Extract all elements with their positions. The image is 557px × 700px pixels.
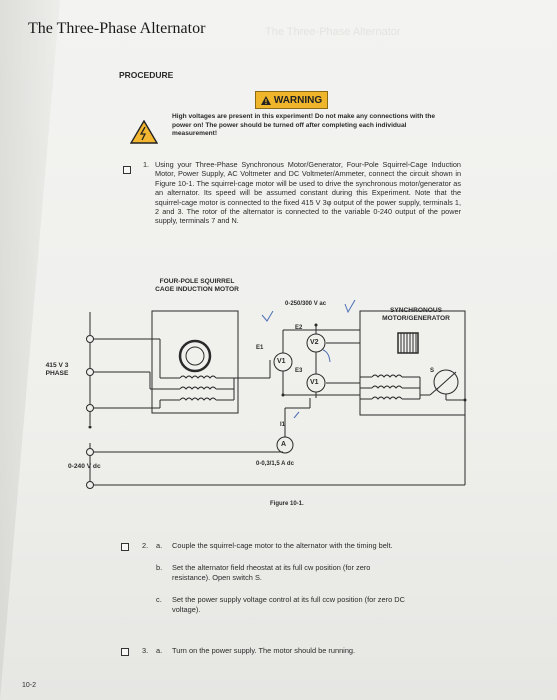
induction-motor-label: FOUR-POLE SQUIRREL CAGE INDUCTION MOTOR [155,278,239,293]
e2-label: E2 [295,325,303,331]
step-1-checkbox[interactable] [123,166,131,174]
sync-machine-label: SYNCHRONOUS MOTOR/GENERATOR [382,307,450,322]
step-3a-letter: a. [156,646,163,655]
step-2a-letter: a. [156,541,163,550]
warning-label: WARNING [273,94,323,106]
step-2-number: 2. [142,541,149,550]
step-1-number: 1. [143,160,150,169]
i1-label: I1 [280,422,286,428]
switch-s-label: S [430,368,435,374]
supply-voltage-label: 415 V 3 PHASE [45,362,69,377]
step-1-text: Using your Three-Phase Synchronous Motor… [155,160,461,226]
faint-show-through-text: The Three-Phase Alternator [265,26,401,38]
figure-caption: Figure 10-1. [270,501,304,507]
warning-banner: WARNING [255,91,328,109]
high-voltage-warning-icon [130,120,158,144]
e1-label: E1 [256,345,264,351]
warning-icon [260,95,271,105]
voltmeter-v1: V1 [277,358,286,365]
procedure-heading: PROCEDURE [119,70,174,80]
voltmeter-v1-b: V1 [310,379,319,386]
ammeter-a: A [281,441,287,448]
step-2b-text-1: Set the alternator field rheostat at its… [172,563,371,572]
step-2a-text: Couple the squirrel-cage motor to the al… [172,541,393,550]
sync-machine-box [359,310,466,416]
e3-label: E3 [295,368,303,374]
step-2b-letter: b. [156,563,163,572]
page-number: 10-2 [22,682,37,689]
voltmeter-range-label: 0-250/300 V ac [285,301,327,307]
step-3-checkbox[interactable] [121,648,129,656]
voltmeter-v2: V2 [310,339,319,346]
step-3a-text: Turn on the power supply. The motor shou… [172,646,356,655]
step-2c-text-2: voltage). [172,605,201,614]
step-3-number: 3. [142,646,149,655]
step-2-checkbox[interactable] [121,543,129,551]
step-2c-letter: c. [156,595,162,604]
ammeter-range-label: 0-0,3/1,5 A dc [256,461,294,467]
induction-motor-box [151,310,239,414]
dc-supply-label: 0-240 V dc [68,463,101,470]
warning-text: High voltages are present in this experi… [172,113,436,137]
step-2b-text-2: resistance). Open switch S. [172,573,262,582]
page-title: The Three-Phase Alternator [28,20,206,37]
step-1: 1. Using your Three-Phase Synchronous Mo… [143,160,461,226]
step-2c-text-1: Set the power supply voltage control at … [172,595,405,604]
